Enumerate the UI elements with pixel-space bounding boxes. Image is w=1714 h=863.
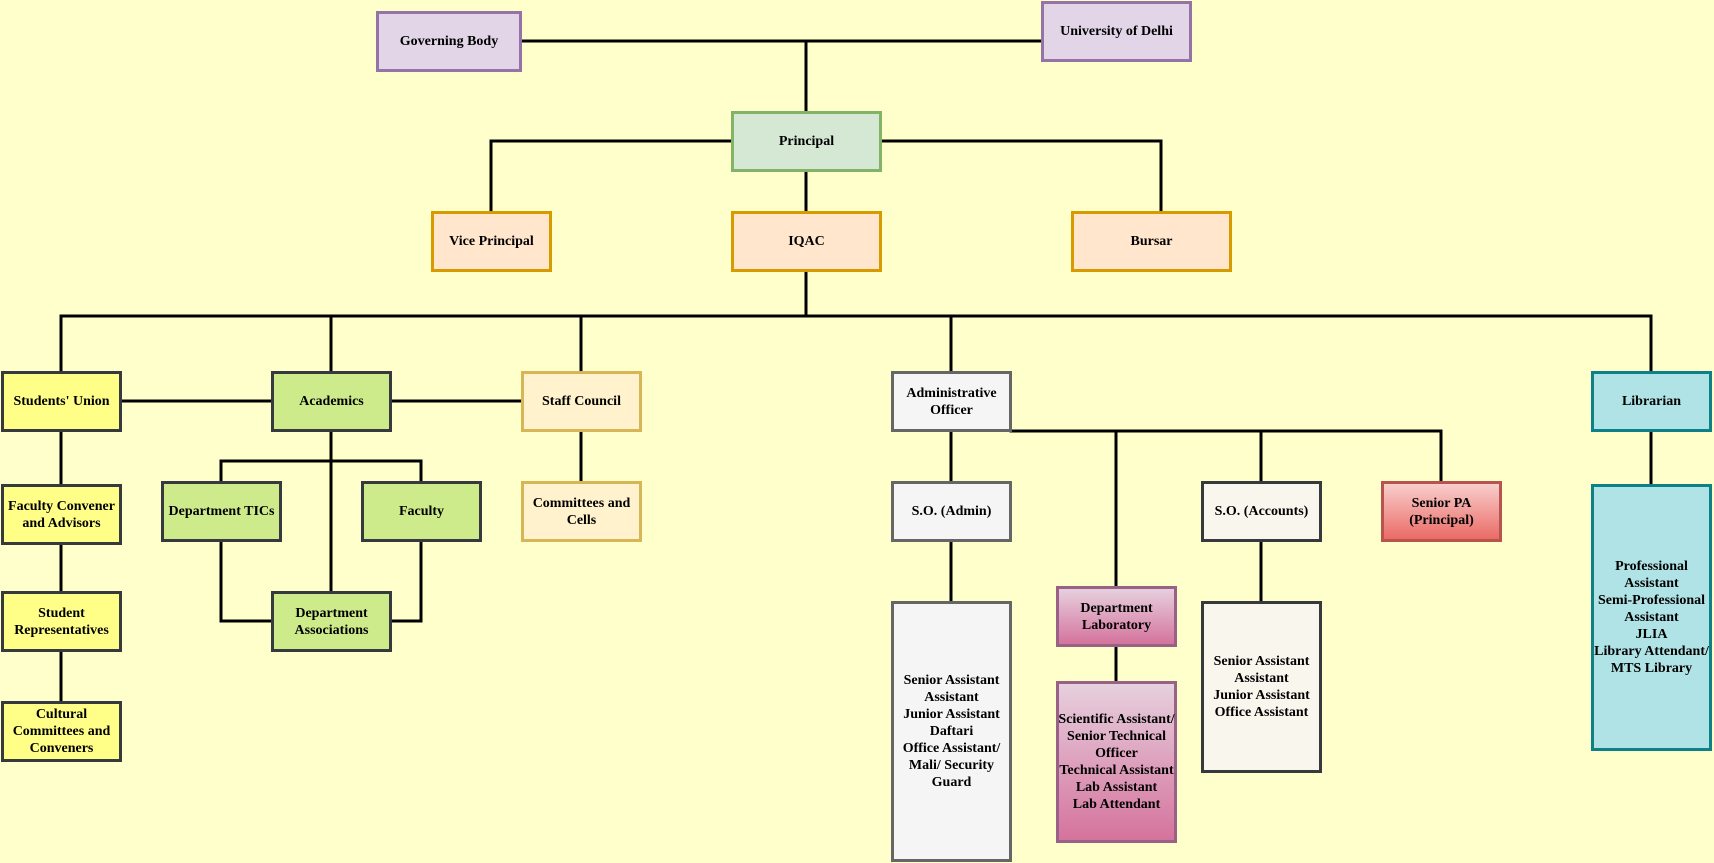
faculty-convener-box: Faculty Convener and Advisors — [1, 484, 122, 545]
node-label: University of Delhi — [1060, 24, 1173, 39]
node-label: Daftari — [929, 724, 974, 739]
node-label: Librarian — [1621, 394, 1682, 409]
node-label: Scientific Assistant/ — [1058, 712, 1175, 727]
node-label: Library Attendant/ — [1594, 644, 1709, 659]
connector-tics-associations — [219, 539, 273, 623]
node-label: Officer — [1095, 746, 1138, 761]
node-label: Officer — [930, 402, 973, 418]
node-label: Department — [1080, 600, 1153, 616]
staff-council-box: Staff Council — [521, 371, 642, 432]
cultural-committees-box: Cultural Committees and Conveners — [1, 701, 122, 762]
department-associations-box: Department Associations — [271, 591, 392, 652]
node-label: Professional — [1615, 559, 1688, 574]
administrative-officer-box: Administrative Officer — [891, 371, 1012, 432]
node-label: Department TICs — [168, 504, 275, 519]
iqac-box: IQAC — [731, 211, 882, 272]
senior-pa-box: Senior PA (Principal) — [1381, 481, 1502, 542]
academics-box: Academics — [271, 371, 392, 432]
student-representatives-box: Student Representatives — [1, 591, 122, 652]
so-admin-box: S.O. (Admin) — [891, 481, 1012, 542]
node-label: Technical Assistant — [1059, 763, 1174, 778]
node-label: Semi-Professional — [1597, 593, 1706, 608]
node-label: S.O. (Admin) — [911, 504, 992, 519]
node-label: Academics — [299, 394, 364, 409]
node-label: Committees and — [532, 495, 631, 511]
node-label: Junior Assistant — [903, 707, 1000, 722]
node-label: Office Assistant — [1214, 705, 1309, 720]
node-label: Committees and — [12, 724, 111, 739]
vice-principal-box: Vice Principal — [431, 211, 552, 272]
node-label: Faculty Convener — [8, 498, 115, 514]
node-label: Assistant — [1624, 610, 1679, 625]
node-label: Office Assistant/ — [902, 741, 1001, 756]
node-label: Lab Attendant — [1072, 797, 1161, 812]
principal-box: Principal — [731, 111, 882, 172]
node-label: Associations — [294, 622, 369, 638]
node-label: Students' Union — [13, 394, 110, 409]
node-label: Assistant — [924, 690, 979, 705]
accounts-staff-box: Senior Assistant Assistant Junior Assist… — [1201, 601, 1322, 773]
node-label: Guard — [931, 775, 972, 790]
governing-body-box: Governing Body — [376, 11, 522, 72]
node-label: Conveners — [29, 741, 94, 756]
department-tics-box: Department TICs — [161, 481, 282, 542]
so-accounts-box: S.O. (Accounts) — [1201, 481, 1322, 542]
university-of-delhi-box: University of Delhi — [1041, 1, 1192, 62]
node-label: Assistant — [1234, 671, 1289, 686]
faculty-box: Faculty — [361, 481, 482, 542]
node-label: Mali/ Security — [908, 758, 995, 773]
node-label: MTS Library — [1610, 661, 1693, 676]
node-label: IQAC — [788, 234, 825, 249]
connector-faculty-associations — [389, 539, 423, 623]
node-label: Governing Body — [399, 34, 499, 49]
node-label: Laboratory — [1081, 617, 1152, 633]
node-label: Representatives — [14, 622, 109, 638]
department-laboratory-box: Department Laboratory — [1056, 586, 1177, 647]
node-label: Principal — [778, 134, 835, 149]
node-label: Senior Technical — [1067, 729, 1166, 744]
node-label: Staff Council — [542, 394, 621, 409]
node-label: (Principal) — [1409, 512, 1474, 528]
node-label: Vice Principal — [449, 234, 534, 249]
students-union-box: Students' Union — [1, 371, 122, 432]
committees-and-cells-box: Committees and Cells — [521, 481, 642, 542]
node-label: Senior Assistant — [1213, 654, 1310, 669]
node-label: Cells — [566, 512, 597, 528]
node-label: Faculty — [398, 504, 445, 519]
node-label: S.O. (Accounts) — [1214, 504, 1309, 519]
library-staff-box: Professional Assistant Semi-Professional… — [1591, 484, 1712, 751]
node-label: Department — [295, 605, 368, 621]
lab-staff-box: Scientific Assistant/ Senior Technical O… — [1056, 681, 1177, 843]
node-label: Lab Assistant — [1075, 780, 1158, 795]
librarian-box: Librarian — [1591, 371, 1712, 432]
node-label: JLIA — [1635, 627, 1668, 642]
node-label: and Advisors — [22, 515, 101, 531]
bursar-box: Bursar — [1071, 211, 1232, 272]
node-label: Bursar — [1130, 234, 1173, 249]
node-label: Cultural — [35, 707, 88, 722]
node-label: Junior Assistant — [1213, 688, 1310, 703]
node-label: Senior Assistant — [903, 673, 1000, 688]
node-label: Administrative — [906, 385, 997, 401]
node-label: Student — [38, 605, 85, 621]
node-label: Assistant — [1624, 576, 1679, 591]
admin-staff-box: Senior Assistant Assistant Junior Assist… — [891, 601, 1012, 862]
node-label: Senior PA — [1411, 495, 1472, 511]
